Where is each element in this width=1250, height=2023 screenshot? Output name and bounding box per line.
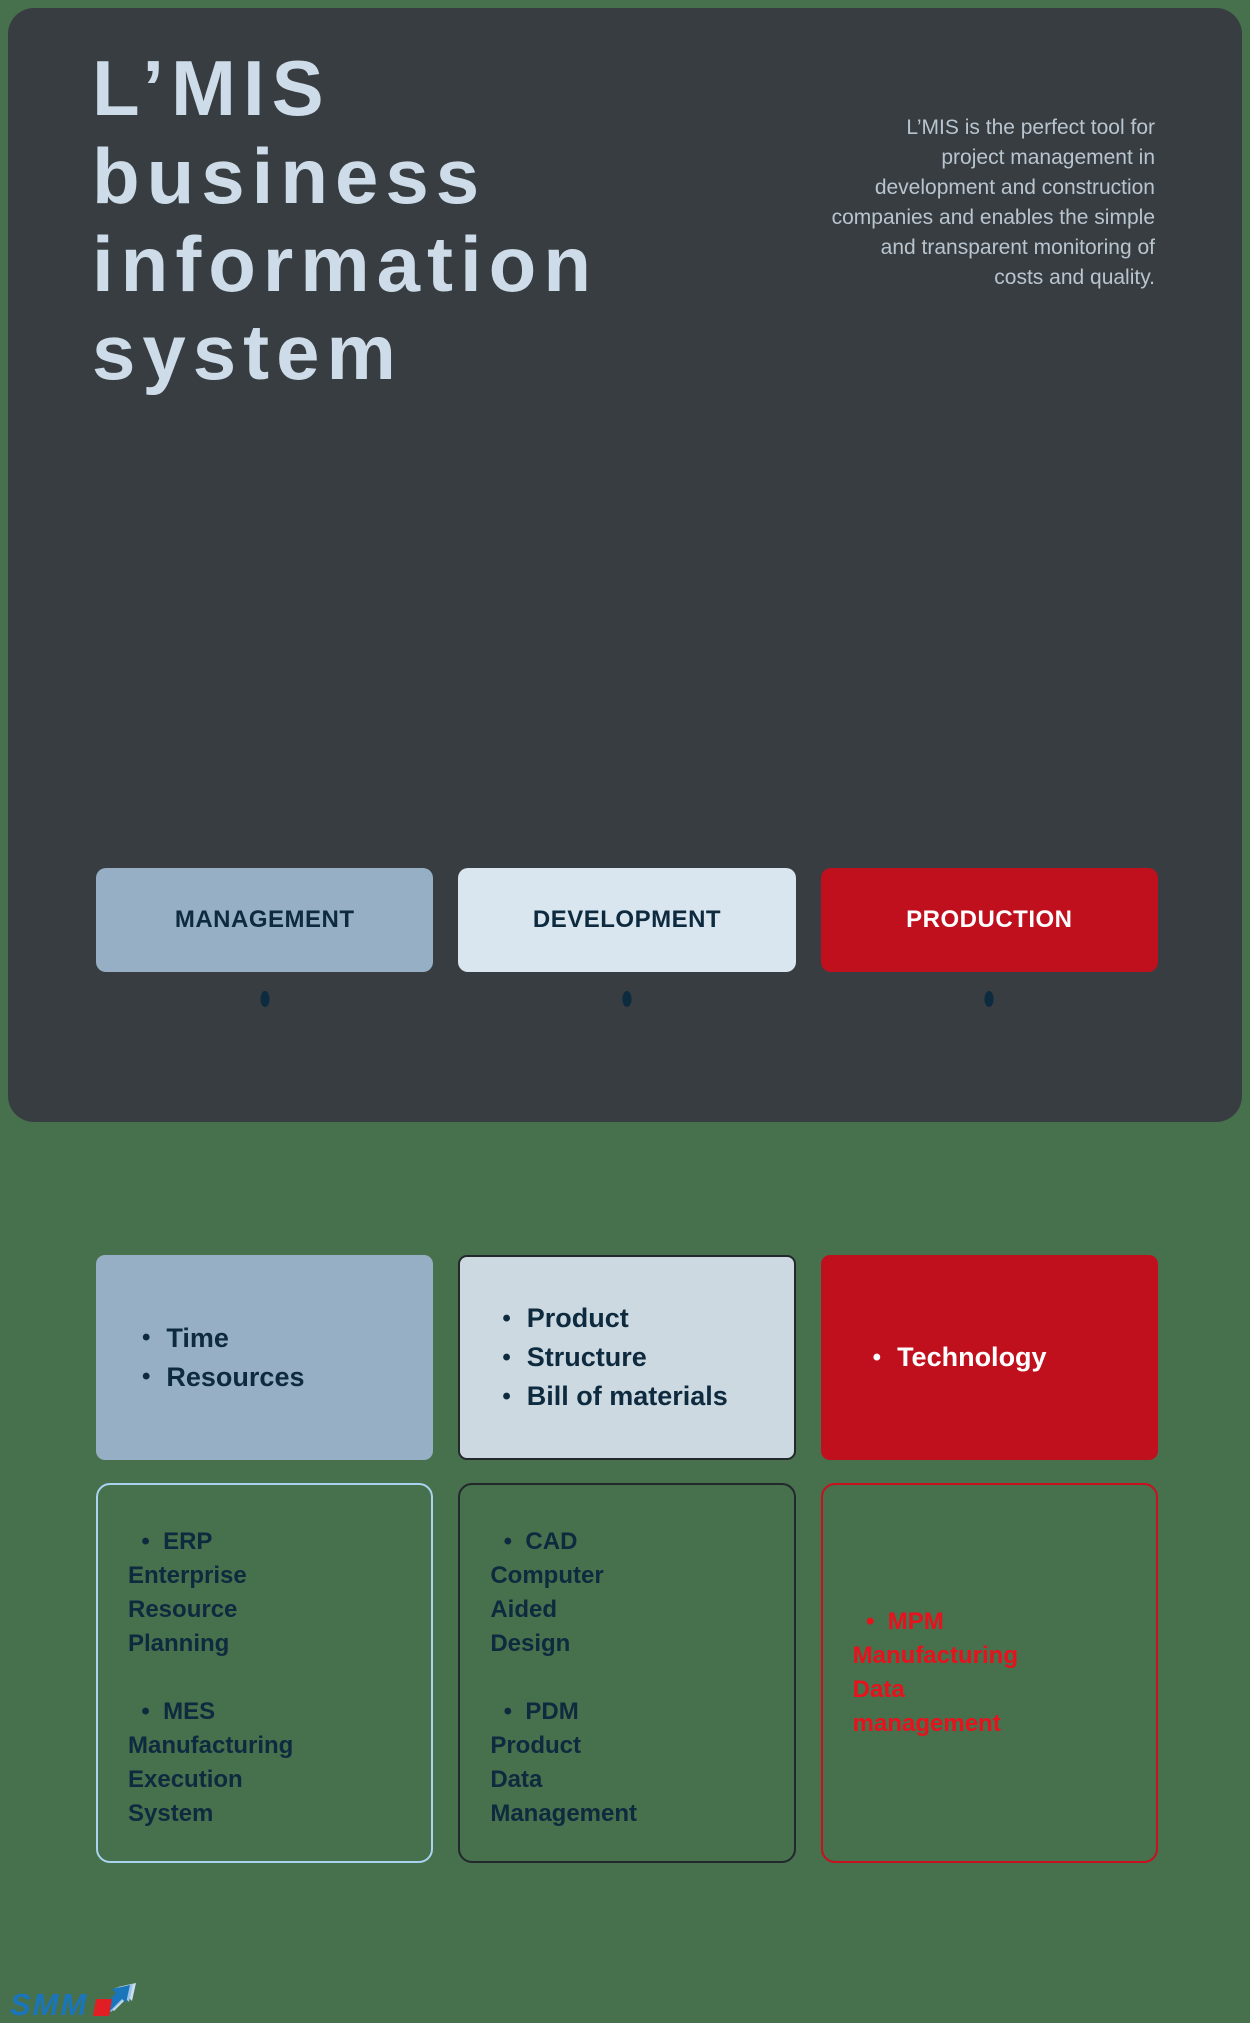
production-detail-box: • MPM Manufacturing Data management — [820, 1483, 1158, 1863]
management-summary-box: Time Resources — [96, 1255, 434, 1460]
smm-logo-text: SMM — [10, 1987, 89, 2022]
connector-cell — [96, 972, 433, 1255]
connector-cell — [821, 972, 1158, 1255]
management-detail-box: • ERP Enterprise Resource Planning • MES… — [96, 1483, 434, 1863]
page-title: L’MIS business information system — [92, 44, 598, 396]
summary-item: Bill of materials — [502, 1381, 793, 1412]
development-detail-box: • CAD Computer Aided Design • PDM Produc… — [458, 1483, 796, 1863]
summary-item: Resources — [142, 1362, 433, 1393]
development-summary-box: Product Structure Bill of materials — [458, 1255, 796, 1460]
development-button[interactable]: DEVELOPMENT — [458, 868, 796, 972]
summary-item: Time — [142, 1323, 433, 1354]
connector-cell — [458, 972, 795, 1255]
diagram-grid: MANAGEMENT DEVELOPMENT PRODUCTION Time R… — [96, 868, 1158, 1863]
intro-description: L’MIS is the perfect tool for project ma… — [831, 116, 1155, 289]
production-summary-box: Technology — [820, 1255, 1158, 1460]
summary-item: Technology — [873, 1342, 1158, 1373]
summary-item: Product — [502, 1303, 793, 1334]
management-button[interactable]: MANAGEMENT — [96, 868, 434, 972]
production-button[interactable]: PRODUCTION — [820, 868, 1158, 972]
summary-item: Structure — [502, 1342, 793, 1373]
smm-logo: SMM — [10, 1983, 138, 2023]
smm-logo-arrow-icon — [93, 1983, 137, 2016]
